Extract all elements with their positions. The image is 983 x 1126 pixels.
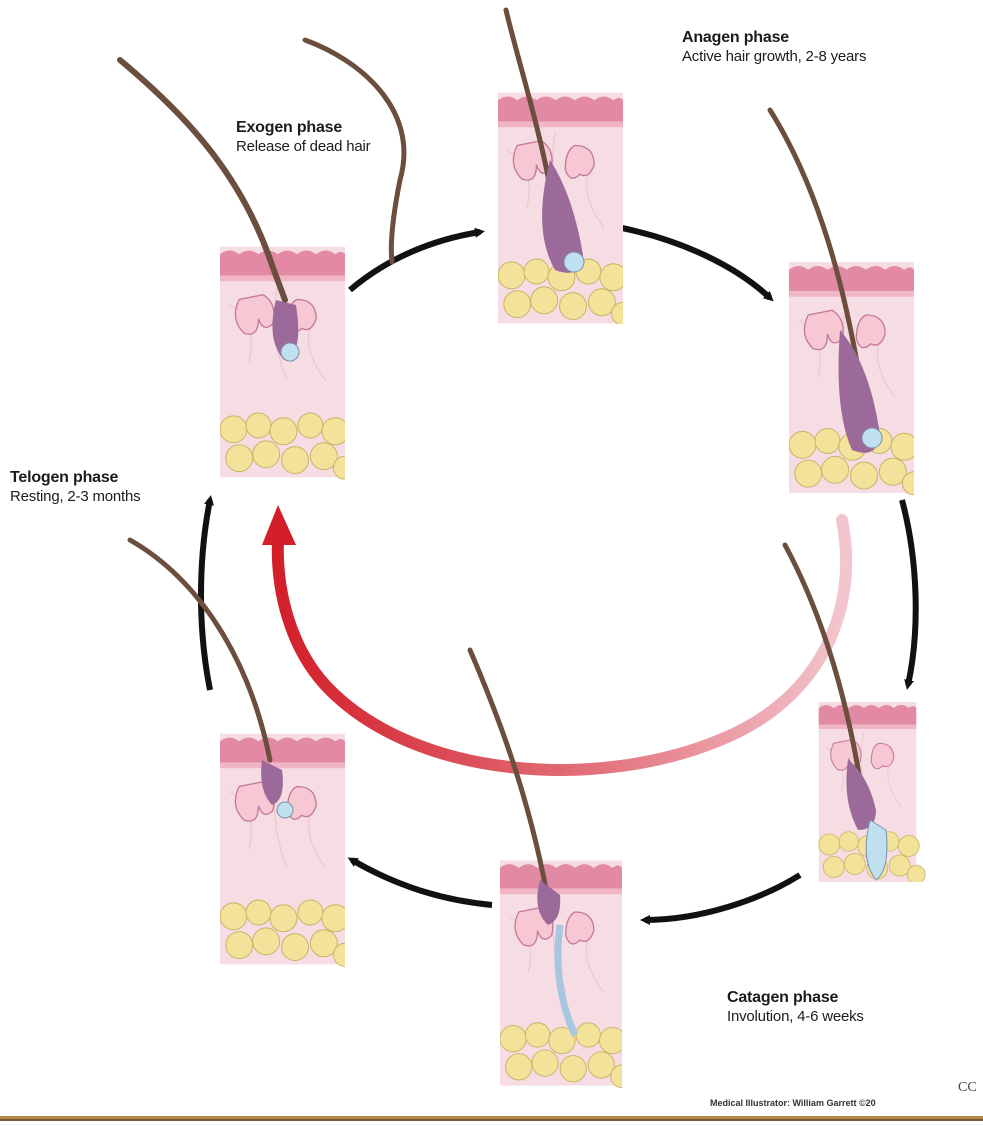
telogen-label: Telogen phase Resting, 2-3 months — [10, 468, 140, 507]
anagen-label: Anagen phase Active hair growth, 2-8 yea… — [682, 28, 866, 67]
arrow-exogen-to-anagen — [350, 232, 480, 290]
return-arrow-head — [262, 505, 296, 545]
involution-panel — [470, 650, 633, 1087]
exogen-desc: Release of dead hair — [236, 138, 370, 157]
anagen-panel-right — [770, 110, 926, 495]
anagen-top-papilla — [564, 252, 584, 272]
exogen-panel — [120, 40, 404, 479]
exogen-papilla — [281, 343, 299, 361]
exogen-label: Exogen phase Release of dead hair — [236, 118, 370, 157]
catagen-label: Catagen phase Involution, 4-6 weeks — [727, 988, 864, 1027]
catagen-desc: Involution, 4-6 weeks — [727, 1008, 864, 1027]
telogen-desc: Resting, 2-3 months — [10, 488, 140, 507]
illustrator-credit: Medical Illustrator: William Garrett ©20 — [710, 1098, 876, 1108]
exogen-title: Exogen phase — [236, 118, 370, 138]
return-arrow — [278, 520, 846, 770]
arrow-anagen-growth — [622, 228, 770, 298]
anagen-desc: Active hair growth, 2-8 years — [682, 48, 866, 67]
catagen-panel — [785, 545, 925, 884]
anagen-title: Anagen phase — [682, 28, 866, 48]
arrow-involution-to-telogen — [352, 860, 492, 905]
arrow-catagen-to-involution — [645, 875, 800, 920]
catagen-title: Catagen phase — [727, 988, 864, 1008]
anagen-panel-top — [498, 10, 635, 325]
cc-mark: CC — [958, 1080, 977, 1096]
telogen-title: Telogen phase — [10, 468, 140, 488]
telogen-panel — [130, 540, 357, 966]
anagen-right-papilla — [862, 428, 882, 448]
bottom-rule-shadow — [0, 1119, 983, 1121]
arrow-telogen-to-exogen — [201, 500, 210, 690]
arrow-anagen-to-catagen — [902, 500, 916, 685]
telogen-papilla — [277, 802, 293, 818]
